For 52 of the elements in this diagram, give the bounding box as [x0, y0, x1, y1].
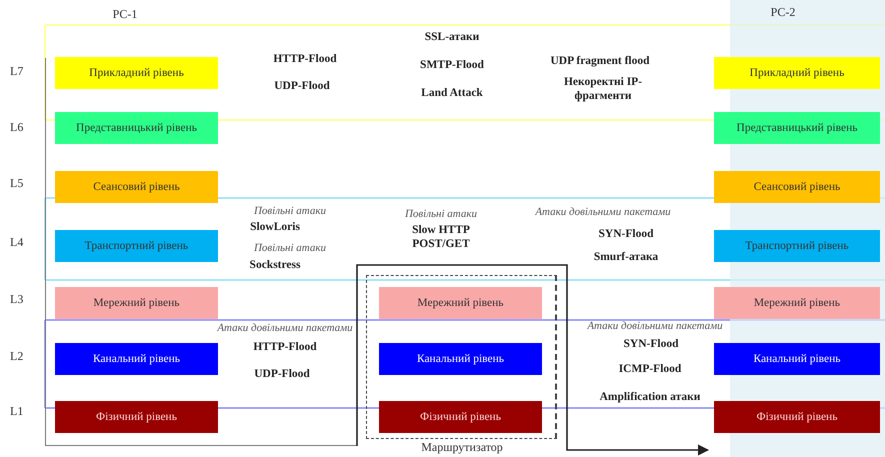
layer-box: Прикладний рівень [714, 57, 880, 89]
attack-label: UDP-Flood [254, 368, 310, 382]
attack-label: HTTP-Flood [273, 53, 337, 67]
attack-group-label: Повільні атаки [404, 208, 478, 222]
layer-box: Мережний рівень [379, 287, 542, 319]
level-label: L7 [10, 64, 24, 79]
arrow [356, 264, 710, 456]
router-frame [366, 275, 557, 457]
level-label: L3 [10, 292, 24, 307]
attack-label: SYN-Flood [598, 228, 654, 242]
attack-group-label: Повільні атаки [254, 205, 326, 218]
attack-label: Amplification атаки [600, 391, 700, 405]
layer-box: Канальний рівень [379, 343, 542, 375]
level-label: L1 [10, 404, 24, 419]
attack-label: UDP-Flood [274, 80, 330, 94]
attack-label: SSL-атаки [424, 31, 480, 45]
attack-label: SMTP-Flood [420, 59, 484, 73]
device-label: PC-2 [770, 5, 796, 20]
device-label: Маршрутизатор [421, 440, 503, 455]
layer-box: Мережний рівень [714, 287, 880, 319]
attack-group-label: Атаки довільними пакетами [535, 206, 671, 220]
attack-label: Smurf-атака [594, 251, 658, 265]
layer-box: Прикладний рівень [55, 57, 218, 89]
attack-label: SlowLoris [250, 221, 300, 235]
layer-box: Канальний рівень [714, 343, 880, 375]
attack-label: Некоректні IP-фрагменти [562, 76, 644, 104]
layer-box: Сеансовий рівень [55, 171, 218, 203]
layer-box: Канальний рівень [55, 343, 218, 375]
attack-label: Slow HTTP POST/GET [411, 224, 471, 252]
attack-label: Sockstress [250, 259, 300, 273]
attack-label: UDP fragment flood [550, 55, 650, 69]
layer-box: Фізичний рівень [55, 401, 218, 433]
attack-group-label: Атаки довільними пакетами [587, 320, 723, 334]
attack-label: HTTP-Flood [253, 341, 317, 355]
layer-box: Фізичний рівень [714, 401, 880, 433]
attack-label: ICMP-Flood [618, 363, 682, 377]
device-label: PC-1 [112, 7, 138, 22]
attack-label: Land Attack [421, 87, 483, 101]
level-label: L4 [10, 235, 24, 250]
attack-label: SYN-Flood [624, 338, 678, 352]
layer-box: Представницький рівень [714, 112, 880, 144]
layer-box: Фізичний рівень [379, 401, 542, 433]
level-label: L2 [10, 349, 24, 364]
attack-group-label: Повільні атаки [254, 242, 326, 256]
level-label: L6 [10, 120, 24, 135]
layer-box: Представницький рівень [55, 112, 218, 144]
layer-box: Сеансовий рівень [714, 171, 880, 203]
level-label: L5 [10, 176, 24, 191]
layer-box: Мережний рівень [55, 287, 218, 319]
layer-box: Транспортний рівень [714, 230, 880, 262]
layer-box: Транспортний рівень [55, 230, 218, 262]
attack-group-label: Атаки довільними пакетами [217, 322, 353, 336]
